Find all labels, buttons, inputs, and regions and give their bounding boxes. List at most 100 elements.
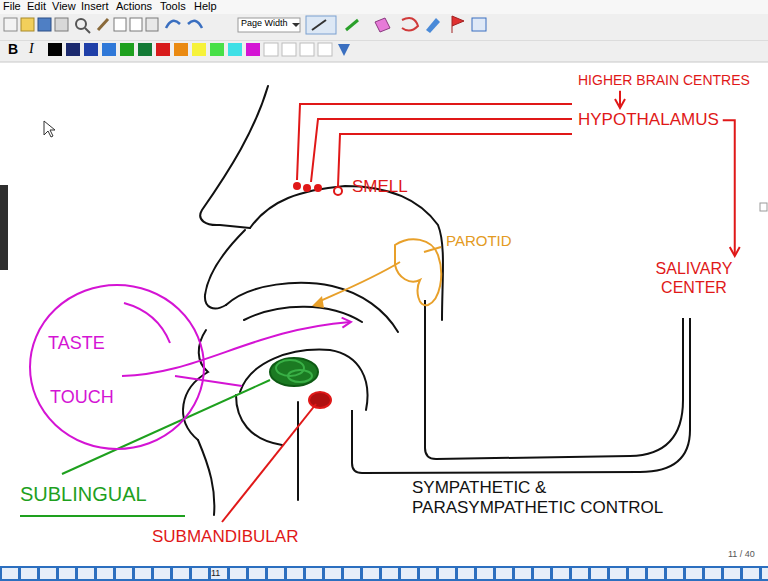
page-cell xyxy=(667,568,683,579)
menu-item: Edit xyxy=(27,0,46,13)
sketch-stroke xyxy=(98,19,108,30)
sketch-stroke xyxy=(76,19,86,29)
sketch-stroke xyxy=(192,43,206,56)
page-cell xyxy=(610,568,626,579)
page-cell xyxy=(230,568,246,579)
node-text: TOUCH xyxy=(50,387,114,409)
page-cell xyxy=(344,568,360,579)
page-bar xyxy=(0,566,768,581)
submandibular-gland xyxy=(222,392,331,522)
page-cell xyxy=(59,568,75,579)
gland-label: PAROTID xyxy=(446,232,512,250)
sketch-stroke xyxy=(122,322,350,376)
sketch-stroke xyxy=(270,358,318,386)
page-number: 11 xyxy=(211,568,220,579)
page-cell xyxy=(192,568,208,579)
page-cell xyxy=(2,568,18,579)
sketch-stroke xyxy=(318,262,400,302)
page-cell xyxy=(211,568,227,579)
sketch-stroke xyxy=(21,18,34,31)
menu-item: View xyxy=(52,0,76,13)
page-cell xyxy=(268,568,284,579)
page-cell xyxy=(591,568,607,579)
nerve-lines xyxy=(352,300,690,473)
sketch-stroke xyxy=(282,43,296,56)
sketch-stroke xyxy=(346,20,358,30)
parotid-gland xyxy=(312,239,441,308)
sketch-stroke xyxy=(130,18,142,31)
nerve-arrow xyxy=(723,120,735,255)
menu-item: Tools xyxy=(160,0,186,13)
sketch-stroke xyxy=(85,28,90,33)
node-text: TASTE xyxy=(48,333,105,355)
sketch-stroke xyxy=(250,186,443,320)
sketch-stroke xyxy=(0,0,768,62)
page-cell xyxy=(154,568,170,579)
circle-outline-path xyxy=(30,285,204,449)
sketch-stroke xyxy=(264,43,278,56)
page-cell xyxy=(724,568,740,579)
page-cell xyxy=(553,568,569,579)
sketch-stroke xyxy=(244,307,362,322)
sketch-stroke xyxy=(226,283,398,332)
page-cell xyxy=(458,568,474,579)
page-cell xyxy=(249,568,265,579)
page-cell xyxy=(325,568,341,579)
sketch-stroke xyxy=(66,43,80,56)
sketch-stroke xyxy=(425,300,683,459)
sense-circle: TASTE TOUCH xyxy=(28,283,206,451)
sketch-stroke xyxy=(120,43,134,56)
sketch-stroke xyxy=(334,187,342,195)
sketch-stroke xyxy=(312,20,326,30)
sketch-stroke xyxy=(0,40,768,41)
italic-button: I xyxy=(29,41,34,58)
page-cell xyxy=(629,568,645,579)
page-counter: 11 / 40 xyxy=(728,549,755,560)
sketch-stroke xyxy=(188,21,202,28)
page-cell xyxy=(648,568,664,579)
page-cell xyxy=(40,568,56,579)
page-cell xyxy=(515,568,531,579)
sketch-stroke xyxy=(472,18,486,31)
sketch-stroke xyxy=(175,376,242,386)
menu-item: Actions xyxy=(116,0,152,13)
node-text: HIGHER BRAIN CENTRES xyxy=(578,72,750,89)
sketch-stroke xyxy=(246,43,260,56)
side-tab xyxy=(0,185,8,270)
sketch-stroke xyxy=(402,18,418,31)
page-cell xyxy=(135,568,151,579)
sketch-stroke xyxy=(210,43,224,56)
page-cell xyxy=(173,568,189,579)
sketch-stroke xyxy=(303,184,311,192)
page-cell xyxy=(705,568,721,579)
sketch-stroke xyxy=(300,43,314,56)
gland-label: SUBMANDIBULAR xyxy=(152,527,298,547)
sketch-stroke xyxy=(352,318,690,473)
sketch-stroke xyxy=(228,43,242,56)
sketch-stroke xyxy=(166,21,180,28)
head-outline xyxy=(183,86,443,515)
taste-pathway xyxy=(122,322,350,386)
sketch-stroke xyxy=(183,330,208,440)
node-text: HYPOTHALAMUS xyxy=(578,110,719,130)
app-toolbar xyxy=(0,0,768,62)
sketch-stroke xyxy=(222,404,316,522)
circle-outline xyxy=(28,283,206,451)
page-cell xyxy=(287,568,303,579)
sketch-stroke xyxy=(55,18,68,31)
gland-label: SUBLINGUAL xyxy=(20,482,147,506)
sketch-stroke xyxy=(338,44,350,56)
sketch-stroke xyxy=(452,16,464,33)
page-cell xyxy=(97,568,113,579)
sketch-stroke xyxy=(375,18,390,32)
page-cell xyxy=(420,568,436,579)
page-cell xyxy=(534,568,550,579)
sketch-stroke xyxy=(198,440,214,515)
page-cell xyxy=(21,568,37,579)
sketch-stroke xyxy=(0,0,768,14)
sketch-stroke xyxy=(236,395,282,445)
sketch-stroke xyxy=(395,239,441,305)
sketch-stroke xyxy=(48,43,62,56)
sketch-stroke xyxy=(114,18,126,31)
